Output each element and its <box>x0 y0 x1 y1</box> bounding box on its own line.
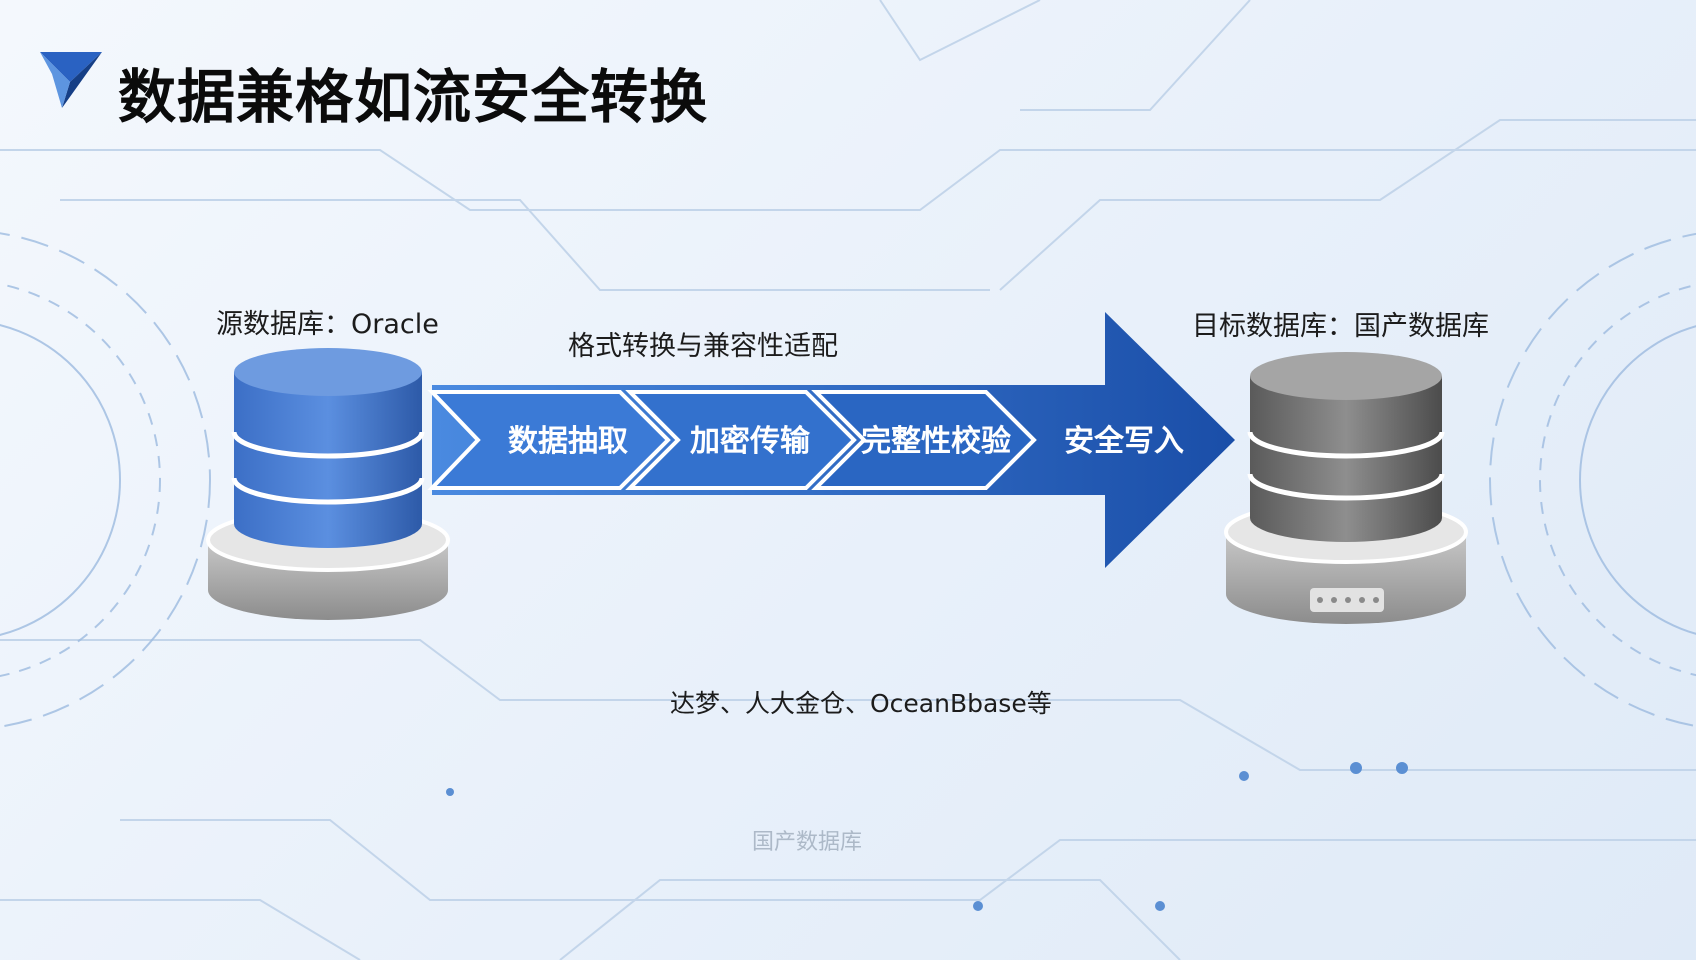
step-label-encrypt: 加密传输 <box>690 424 811 459</box>
target-database-icon <box>1224 352 1468 624</box>
faded-caption: 国产数据库 <box>752 830 863 855</box>
page-title: 数据兼格如流安全转换 <box>118 63 709 131</box>
target-db-label: 目标数据库：国产数据库 <box>1192 311 1489 342</box>
step-chevrons <box>427 390 1037 490</box>
logo-icon <box>40 52 102 108</box>
step-label-extract: 数据抽取 <box>508 424 628 459</box>
target-db-examples: 达梦、人大金仓、OceanBbase等 <box>670 689 1052 718</box>
process-caption: 格式转换与兼容性适配 <box>568 331 838 362</box>
step-label-write: 安全写入 <box>1064 424 1184 459</box>
source-db-label: 源数据库：Oracle <box>216 309 439 340</box>
source-database-icon <box>206 348 450 620</box>
step-label-verify: 完整性校验 <box>861 424 1011 459</box>
